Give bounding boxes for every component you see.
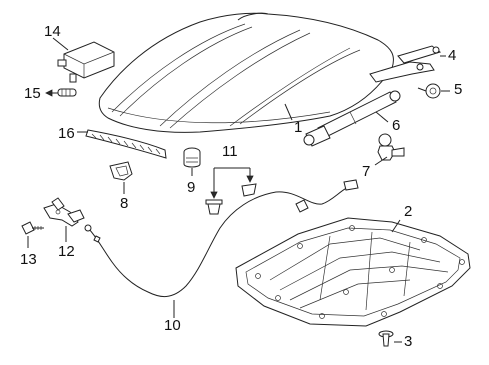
hood-insulator [235,217,471,327]
clips-11 [205,167,257,215]
gas-strut [303,90,401,147]
callout-6: 6 [392,117,401,134]
callout-15: 15 [24,85,41,102]
release-cable [84,179,359,318]
callout-13: 13 [20,251,37,268]
bolt-13 [21,221,44,248]
ball-stud [374,133,405,166]
callout-9: 9 [187,179,196,196]
module [52,37,115,83]
leader-14 [52,37,69,51]
bolt-5 [417,83,450,99]
hinge [369,45,446,83]
callout-8: 8 [120,195,129,212]
callout-14: 14 [44,23,61,40]
push-pin [378,330,402,347]
callout-11: 11 [222,143,238,160]
callout-7: 7 [362,163,371,180]
callout-10: 10 [164,317,181,334]
callout-2: 2 [404,203,413,220]
callout-1: 1 [294,119,303,136]
seal-strip [77,129,167,159]
callout-16: 16 [58,125,75,142]
callout-5: 5 [454,81,463,98]
callout-3: 3 [404,333,413,350]
callout-12: 12 [58,243,75,260]
leader-6 [375,111,389,123]
bracket-8 [109,161,133,194]
clip-15 [45,88,77,97]
leader-7 [374,156,388,166]
callout-4: 4 [448,47,457,64]
latch [43,197,85,242]
leader-1 [284,103,293,121]
leader-2 [391,219,401,233]
bumper-9 [183,147,201,176]
